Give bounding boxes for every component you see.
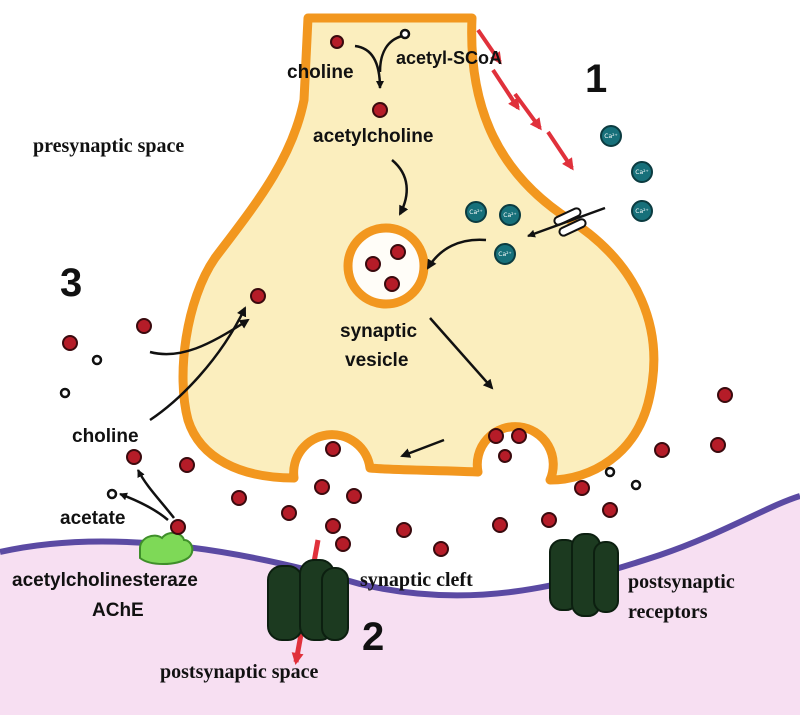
calcium-ions: Ca²⁺ Ca²⁺ Ca²⁺ Ca²⁺ Ca²⁺ Ca²⁺ (465, 125, 653, 265)
acetate-molecule (91, 354, 103, 366)
ach-molecule (574, 480, 590, 496)
acetate-molecule (604, 466, 616, 478)
synaptic-vesicle-label-line2: vesicle (345, 350, 408, 371)
step-3-number: 3 (60, 261, 82, 305)
postsynaptic-receptors-label-line2: receptors (628, 601, 708, 623)
ach-molecule (492, 517, 508, 533)
calcium-ion: Ca²⁺ (494, 243, 516, 265)
postsynaptic-receptors-label-line1: postsynaptic (628, 571, 735, 593)
synaptic-cleft-label: synaptic cleft (360, 569, 473, 591)
ach-molecule (126, 449, 142, 465)
arrow-channel-to-vesicle (426, 238, 487, 270)
ach-molecule (325, 441, 341, 457)
ach-molecule (170, 519, 186, 535)
ach-molecule (330, 35, 344, 49)
svg-text:Ca²⁺: Ca²⁺ (503, 212, 516, 219)
acetate-label: acetate (60, 508, 126, 529)
ach-molecule (710, 437, 726, 453)
process-arrows (119, 34, 606, 521)
acetate-molecules (59, 28, 642, 500)
ach-molecule (498, 449, 512, 463)
svg-text:Ca²⁺: Ca²⁺ (635, 208, 648, 215)
enzyme-name-label: acetylcholinesteraze (12, 570, 198, 591)
acetate-molecule (59, 387, 71, 399)
arrow-hydrolysis-choline (136, 469, 175, 519)
acetyl-scoa-label: acetyl-SCoA (396, 48, 502, 68)
arrow-ach-to-vesicle (391, 159, 409, 216)
ach-molecule (136, 318, 152, 334)
ach-molecule (602, 502, 618, 518)
svg-text:Ca²⁺: Ca²⁺ (498, 251, 511, 258)
ach-molecule (365, 256, 381, 272)
calcium-ion: Ca²⁺ (600, 125, 622, 147)
ach-molecule (488, 428, 504, 444)
svg-text:Ca²⁺: Ca²⁺ (604, 133, 617, 140)
enzyme-abbrev-label: AChE (92, 600, 144, 621)
step-2-number: 2 (362, 615, 384, 659)
ach-molecule (346, 488, 362, 504)
ach-molecule (335, 536, 351, 552)
acetate-molecule (399, 28, 411, 40)
ach-molecule (314, 479, 330, 495)
acetate-molecule (106, 488, 118, 500)
svg-text:Ca²⁺: Ca²⁺ (635, 169, 648, 176)
arrow-acetylscoa-to-ach (378, 34, 403, 73)
ach-molecule (390, 244, 406, 260)
ach-molecule (433, 541, 449, 557)
arrow-hydrolysis-acetate (119, 492, 169, 521)
calcium-ion: Ca²⁺ (465, 201, 487, 223)
ach-molecule (325, 518, 341, 534)
ach-molecule (179, 457, 195, 473)
ach-molecule (396, 522, 412, 538)
acetylcholine-label: acetylcholine (313, 126, 433, 147)
arrow-reuptake-2 (149, 306, 247, 422)
ach-molecule (62, 335, 78, 351)
ache-enzyme (139, 532, 194, 565)
synaptic-vesicle-label-line1: synaptic (340, 321, 418, 342)
presynaptic-space-label: presynaptic space (33, 135, 184, 157)
arrow-ca-influx (527, 206, 606, 238)
svg-text:Ca²⁺: Ca²⁺ (469, 209, 482, 216)
ach-molecule (372, 102, 388, 118)
arrow-vesicle-to-membrane (429, 317, 494, 390)
synaptic-vesicle (343, 223, 429, 309)
calcium-channel (553, 207, 587, 237)
step-1-number: 1 (585, 57, 607, 101)
arrow-fusion (400, 438, 445, 458)
ach-molecule (511, 428, 527, 444)
ach-molecule (384, 276, 400, 292)
ach-molecule (231, 490, 247, 506)
arrow-choline-to-ach (354, 44, 384, 89)
acetylcholine-receptor-right (549, 533, 619, 617)
ach-molecule (281, 505, 297, 521)
calcium-ion: Ca²⁺ (631, 200, 653, 222)
acetylcholine-receptor-left (267, 559, 349, 641)
acetylcholine-molecules (62, 35, 733, 557)
arrow-reuptake-1 (149, 318, 250, 356)
acetate-molecule (630, 479, 642, 491)
ach-molecule (541, 512, 557, 528)
choline-top-label: choline (287, 62, 354, 83)
choline-left-label: choline (72, 426, 139, 447)
action-potential-arrows (476, 28, 574, 171)
ach-molecule (717, 387, 733, 403)
ach-molecule (250, 288, 266, 304)
ach-molecule (654, 442, 670, 458)
calcium-ion: Ca²⁺ (499, 204, 521, 226)
postsynaptic-space-label: postsynaptic space (160, 661, 318, 683)
calcium-ion: Ca²⁺ (631, 161, 653, 183)
